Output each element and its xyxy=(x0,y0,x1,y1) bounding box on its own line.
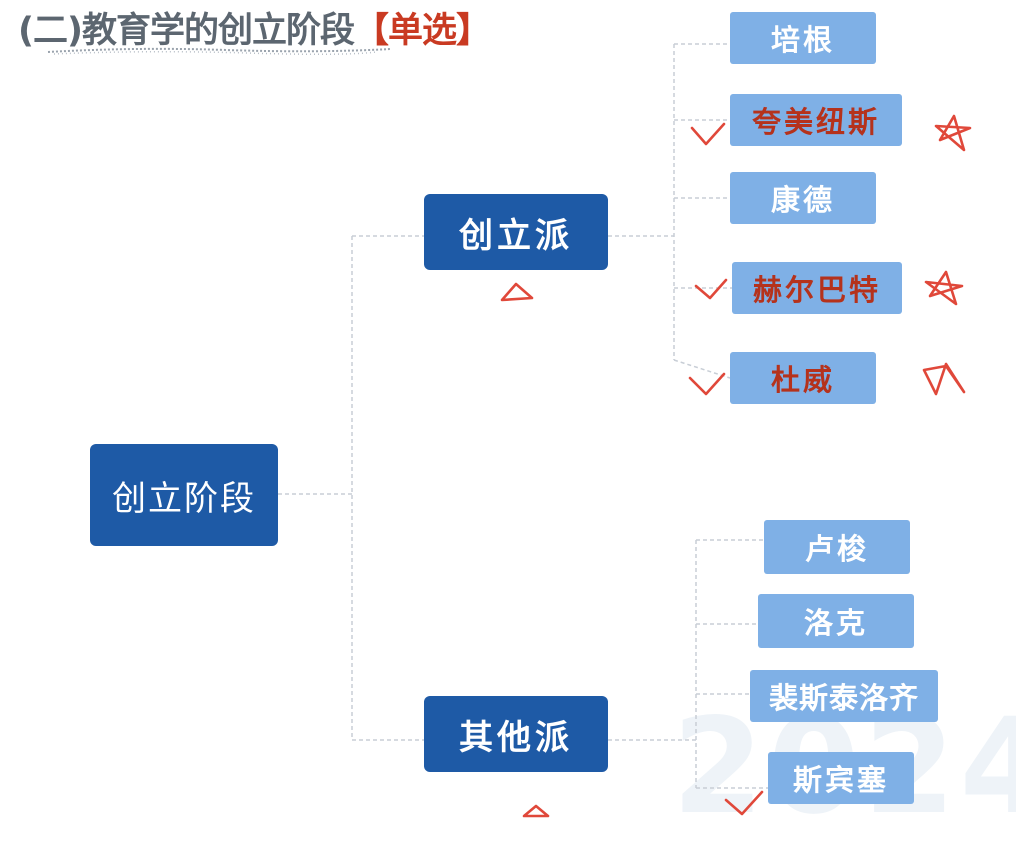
leaf-label: 杜威 xyxy=(770,363,835,397)
leaf-node-founding-1: 培根 xyxy=(730,12,876,64)
leaf-label: 赫尔巴特 xyxy=(752,273,881,307)
leaf-node-other-4: 斯宾塞 xyxy=(768,752,914,804)
leaf-node-other-3: 裴斯泰洛齐 xyxy=(750,670,938,722)
leaf-node-founding-2: 夸美纽斯 xyxy=(730,94,902,146)
root-node: 创立阶段 xyxy=(90,444,278,546)
leaf-label: 康德 xyxy=(770,183,835,217)
leaf-label: 培根 xyxy=(770,23,835,57)
leaf-node-founding-3: 康德 xyxy=(730,172,876,224)
leaf-node-other-1: 卢梭 xyxy=(764,520,910,574)
leaf-label: 夸美纽斯 xyxy=(751,105,880,139)
leaf-label: 卢梭 xyxy=(804,532,869,566)
leaf-node-founding-5: 杜威 xyxy=(730,352,876,404)
leaf-label: 斯宾塞 xyxy=(792,763,889,797)
group-label-founding: 创立派 xyxy=(459,215,573,256)
leaf-node-other-2: 洛克 xyxy=(758,594,914,648)
title-text: (二)教育学的创立阶段 xyxy=(18,11,355,51)
root-label: 创立阶段 xyxy=(112,478,256,519)
leaf-node-founding-4: 赫尔巴特 xyxy=(732,262,902,314)
title-underline xyxy=(47,47,392,56)
group-label-other: 其他派 xyxy=(459,717,573,758)
group-node-other: 其他派 xyxy=(424,696,608,772)
page-title: (二)教育学的创立阶段【单选】 xyxy=(18,2,491,53)
leaf-label: 洛克 xyxy=(803,606,868,640)
question-type-tag: 【单选】 xyxy=(354,11,491,51)
leaf-label: 裴斯泰洛齐 xyxy=(768,681,919,715)
group-node-founding: 创立派 xyxy=(424,194,608,270)
